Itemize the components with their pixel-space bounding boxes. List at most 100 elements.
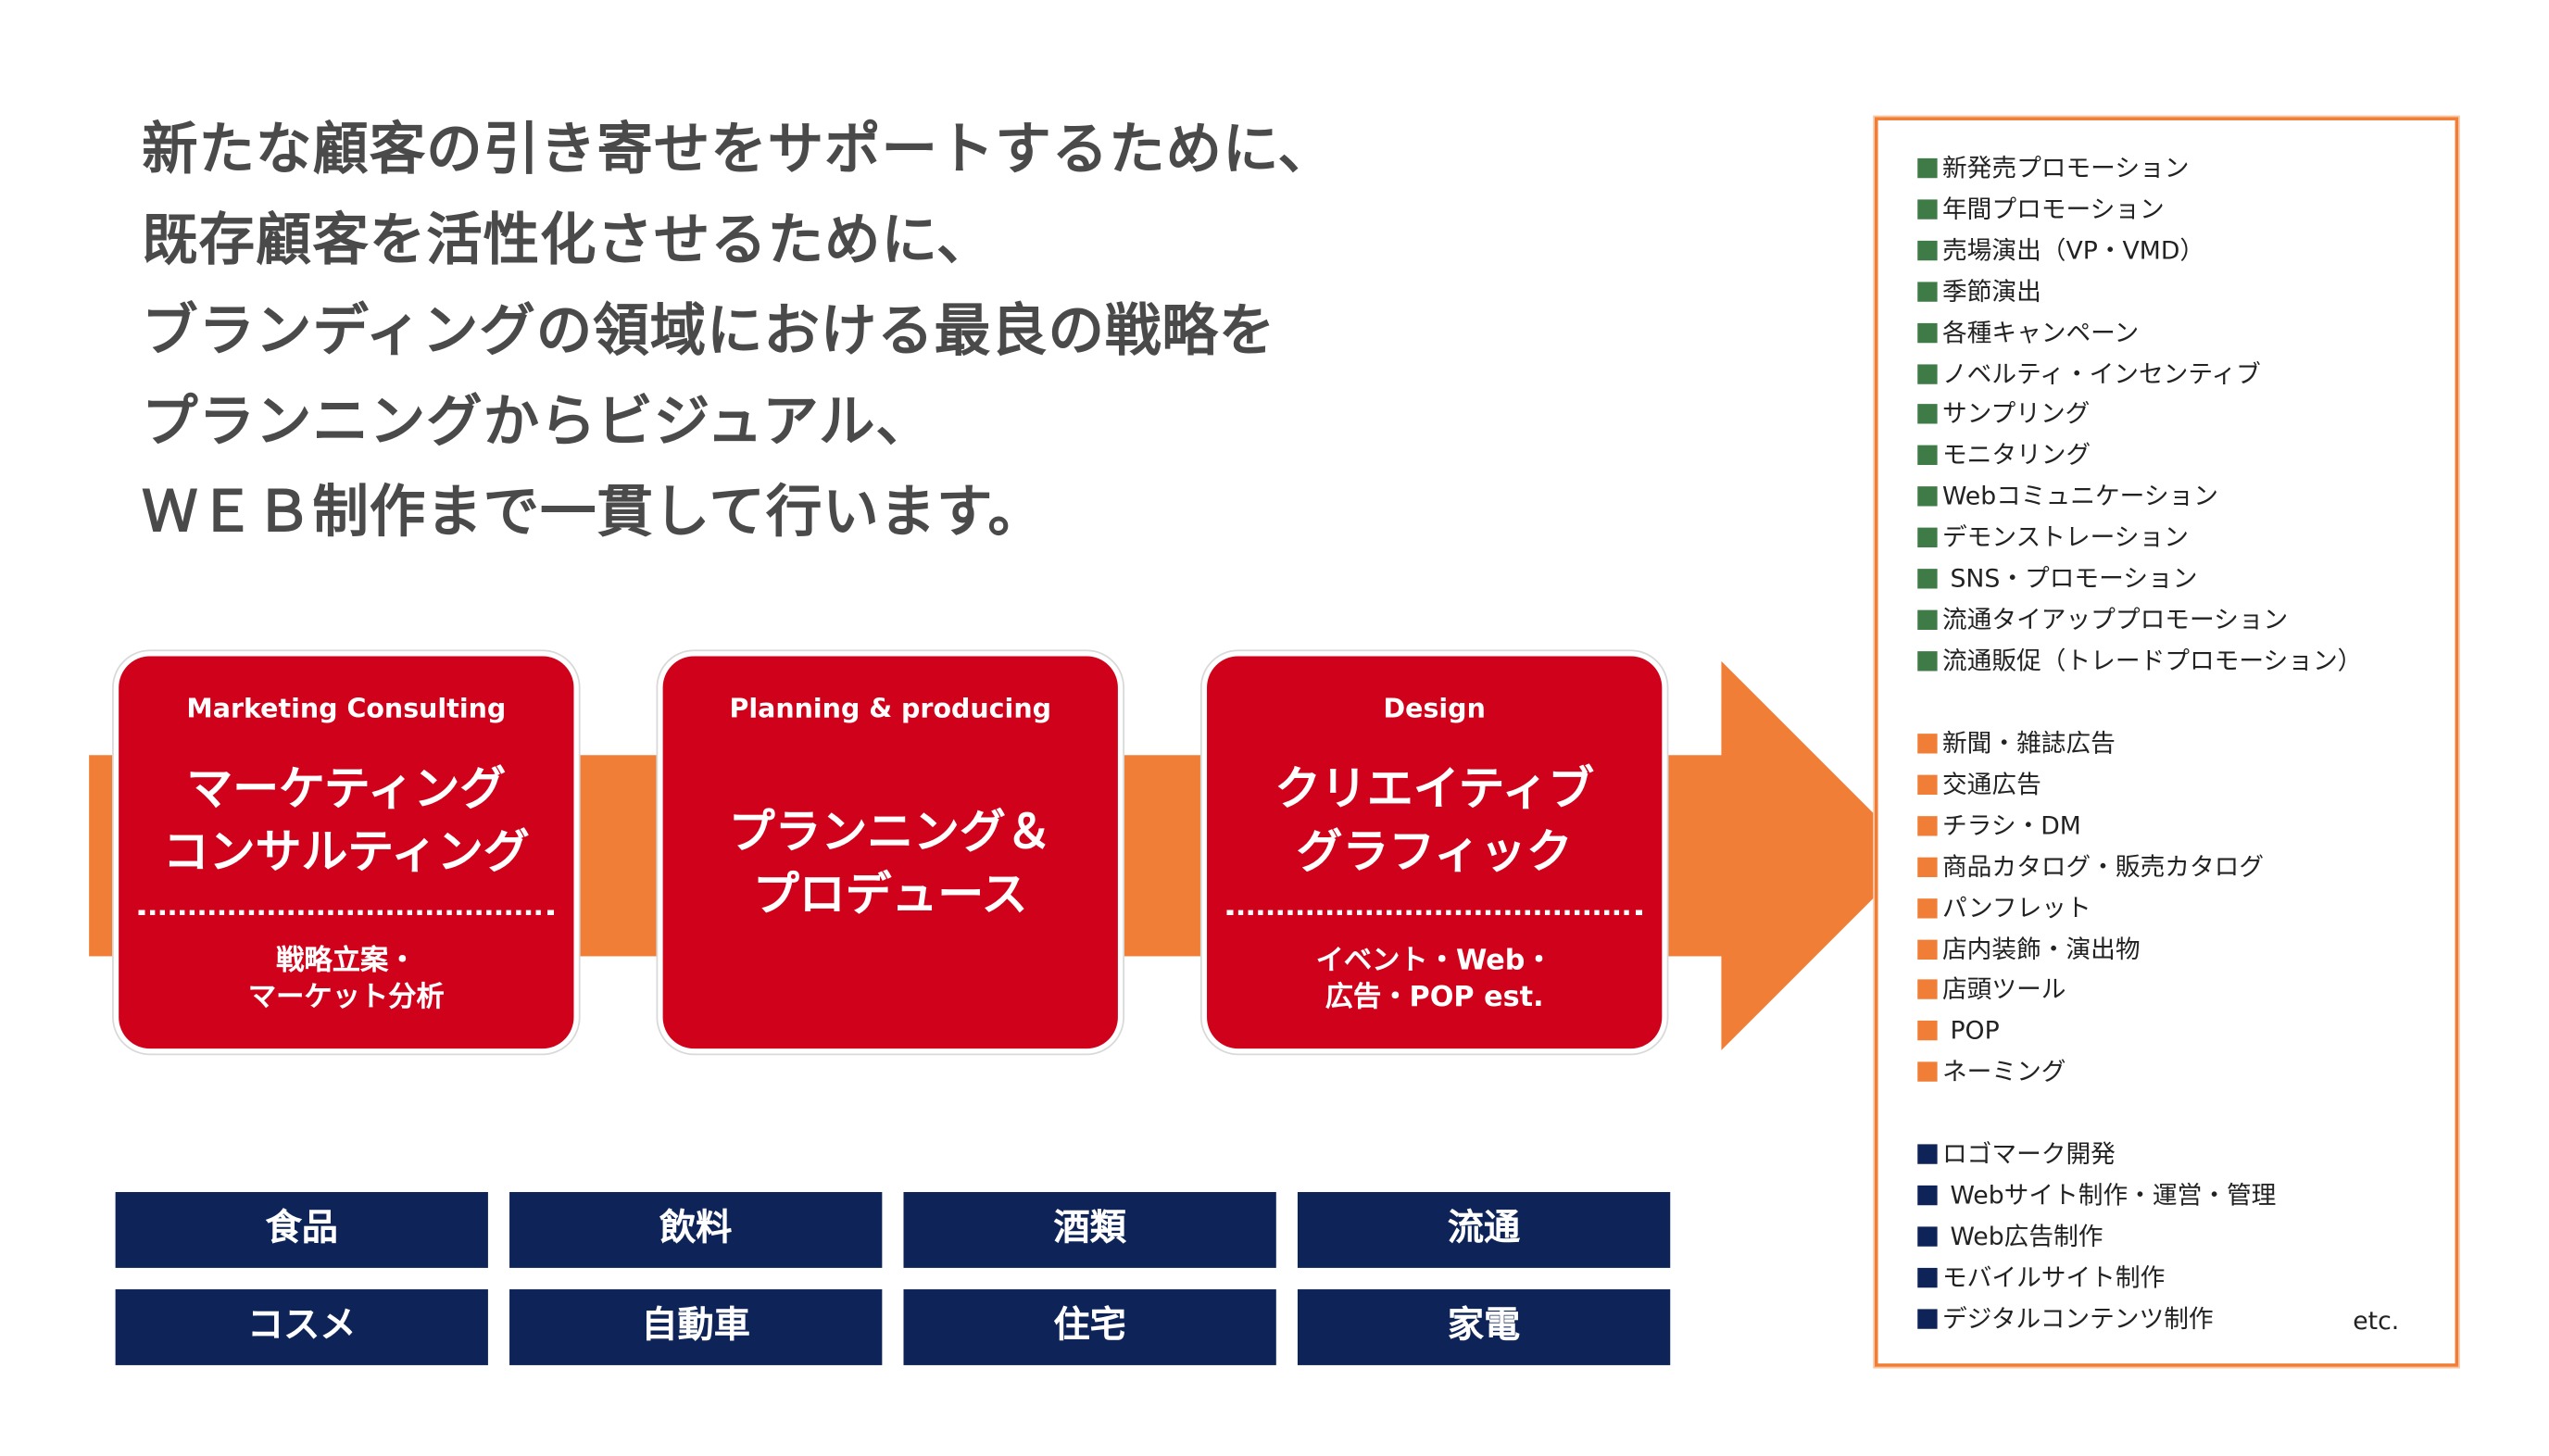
service-item-media: 店頭ツール <box>1917 975 2066 1005</box>
service-label: 店内装飾・演出物 <box>1941 934 2141 964</box>
bullet-square-icon <box>1917 774 1938 795</box>
bullet-square-icon <box>1917 938 1938 960</box>
industry-liquor: 酒類 <box>903 1192 1276 1268</box>
bullet-square-icon <box>1917 650 1938 672</box>
card-body: Design クリエイティブ グラフィック イベント・Web・ 広告・POP e… <box>1207 656 1663 1049</box>
service-item-promotion: Webコミュニケーション <box>1917 482 2218 511</box>
bullet-square-icon <box>1917 815 1938 836</box>
service-label: パンフレット <box>1941 893 2091 923</box>
bullet-square-icon <box>1917 1185 1938 1206</box>
service-label: デモンストレーション <box>1941 522 2189 553</box>
bullet-square-icon <box>1917 1144 1938 1164</box>
bullet-square-icon <box>1917 1226 1938 1247</box>
dotted-divider <box>138 910 555 915</box>
service-label: 年間プロモーション <box>1941 194 2165 224</box>
bullet-square-icon <box>1917 486 1938 507</box>
service-label: Webコミュニケーション <box>1941 482 2218 512</box>
service-label: 季節演出 <box>1941 276 2041 307</box>
service-item-media: POP <box>1917 1016 2000 1047</box>
bullet-square-icon <box>1917 322 1938 343</box>
service-label: 店頭ツール <box>1941 974 2066 1005</box>
service-item-media: パンフレット <box>1917 893 2091 923</box>
service-label: デジタルコンテンツ制作 <box>1941 1303 2214 1334</box>
service-item-media: ネーミング <box>1917 1057 2066 1086</box>
card-title-en: Design <box>1383 692 1486 724</box>
service-label: モニタリング <box>1941 440 2091 471</box>
card-design: Design クリエイティブ グラフィック イベント・Web・ 広告・POP e… <box>1201 651 1667 1054</box>
card-title-en: Marketing Consulting <box>186 692 507 724</box>
service-item-promotion: モニタリング <box>1917 441 2091 471</box>
headline-line: プランニングからビジュアル、 <box>142 389 933 456</box>
service-label: ノベルティ・インセンティブ <box>1941 358 2261 389</box>
dotted-divider <box>1226 910 1642 915</box>
service-label: POP <box>1941 1016 2000 1047</box>
headline-line: ＷＥＢ制作まで一貫して行います。 <box>142 480 1045 546</box>
service-label: 交通広告 <box>1941 770 2041 800</box>
service-label: 売場演出（VP・VMD） <box>1941 235 2205 266</box>
card-title-jp: プランニング＆ プロデュース <box>728 804 1052 923</box>
service-label: 各種キャンペーン <box>1941 317 2140 347</box>
service-item-promotion: 各種キャンペーン <box>1917 318 2139 347</box>
bullet-square-icon <box>1917 1021 1938 1041</box>
bullet-square-icon <box>1917 569 1938 589</box>
service-label: 新発売プロモーション <box>1941 153 2190 183</box>
headline: 新たな顧客の引き寄せをサポートするために、 既存顧客を活性化させるために、 ブラ… <box>142 106 1335 559</box>
industry-beverage: 飲料 <box>509 1192 883 1268</box>
bullet-square-icon <box>1917 857 1938 877</box>
service-label: 商品カタログ・販売カタログ <box>1941 851 2265 882</box>
service-label: チラシ・DM <box>1941 810 2081 841</box>
headline-line: ブランディングの領域における最良の戦略を <box>142 298 1276 365</box>
industry-automobile: 自動車 <box>509 1289 883 1365</box>
service-item-digital: モバイルサイト制作 <box>1917 1262 2165 1292</box>
bullet-square-icon <box>1917 980 1938 1000</box>
bullet-square-icon <box>1917 1267 1938 1287</box>
card-body: Marketing Consulting マーケティング コンサルティング 戦略… <box>119 656 574 1049</box>
card-subtitle: イベント・Web・ 広告・POP est. <box>1315 944 1553 1014</box>
headline-line: 既存顧客を活性化させるために、 <box>142 207 994 274</box>
bullet-square-icon <box>1917 199 1938 220</box>
service-item-promotion: 流通タイアッププロモーション <box>1917 605 2288 634</box>
service-item-media: 店内装飾・演出物 <box>1917 934 2141 964</box>
card-title-en: Planning & producing <box>729 692 1051 724</box>
services-panel: 新発売プロモーション年間プロモーション売場演出（VP・VMD） 季節演出各種キャン… <box>1874 117 2459 1367</box>
bullet-square-icon <box>1917 281 1938 302</box>
card-planning-producing: Planning & producing プランニング＆ プロデュース <box>658 651 1124 1054</box>
service-item-promotion: サンプリング <box>1917 399 2091 430</box>
service-item-promotion: 年間プロモーション <box>1917 194 2165 224</box>
bullet-square-icon <box>1917 363 1938 383</box>
bullet-square-icon <box>1917 157 1938 179</box>
service-item-digital: ロゴマーク開発 <box>1917 1139 2116 1169</box>
card-title-jp: クリエイティブ グラフィック <box>1274 761 1595 879</box>
service-item-promotion: 季節演出 <box>1917 277 2041 307</box>
service-label: SNS・プロモーション <box>1941 563 2198 594</box>
bullet-square-icon <box>1917 240 1938 260</box>
card-subtitle: 戦略立案・ マーケット分析 <box>247 944 445 1014</box>
service-label: ロゴマーク開発 <box>1941 1139 2116 1170</box>
service-item-promotion: ノベルティ・インセンティブ <box>1917 358 2261 388</box>
service-label: 流通販促（トレードプロモーション） <box>1941 646 2363 676</box>
bullet-square-icon <box>1917 1061 1938 1083</box>
service-label: Web広告制作 <box>1941 1221 2103 1251</box>
service-item-media: 交通広告 <box>1917 770 2041 799</box>
industry-appliances: 家電 <box>1297 1289 1671 1365</box>
industry-distribution: 流通 <box>1297 1192 1671 1268</box>
service-item-digital: Web広告制作 <box>1917 1222 2103 1251</box>
card-title-jp: マーケティング コンサルティング <box>162 761 530 879</box>
bullet-square-icon <box>1917 404 1938 425</box>
card-body: Planning & producing プランニング＆ プロデュース <box>662 656 1118 1049</box>
industry-housing: 住宅 <box>903 1289 1276 1365</box>
service-item-digital: Webサイト制作・運営・管理 <box>1917 1180 2276 1210</box>
service-label: サンプリング <box>1941 399 2091 430</box>
service-item-media: チラシ・DM <box>1917 810 2081 840</box>
service-label: Webサイト制作・運営・管理 <box>1941 1180 2277 1211</box>
service-item-promotion: 新発売プロモーション <box>1917 154 2189 183</box>
service-label: 新聞・雑誌広告 <box>1941 728 2116 759</box>
bullet-square-icon <box>1917 446 1938 466</box>
etc-label: etc. <box>2353 1305 2400 1336</box>
service-item-digital: デジタルコンテンツ制作 <box>1917 1303 2214 1334</box>
service-label: ネーミング <box>1941 1057 2066 1087</box>
headline-line: 新たな顧客の引き寄せをサポートするために、 <box>142 117 1335 183</box>
bullet-square-icon <box>1917 527 1938 548</box>
service-item-promotion: 売場演出（VP・VMD） <box>1917 235 2204 265</box>
